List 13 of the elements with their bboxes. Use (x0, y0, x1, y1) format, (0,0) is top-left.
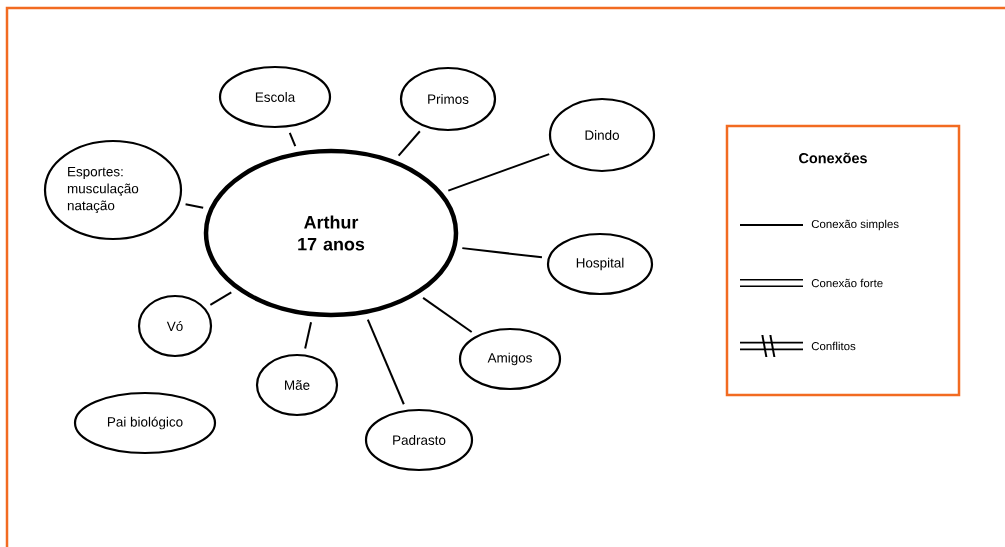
legend-text: Conexão forte (811, 278, 883, 288)
legend-title: Conexões (799, 152, 867, 164)
connection-line (209, 291, 233, 306)
connection-line (304, 321, 313, 350)
legend-text: Conexão simples (811, 219, 899, 231)
connection-line (397, 130, 421, 157)
connection-line (288, 131, 297, 148)
connection-line (447, 153, 551, 192)
connection-line (461, 247, 543, 259)
connection-line (366, 318, 405, 406)
connection-line (422, 296, 473, 333)
legend-text: Conflitos (811, 341, 856, 351)
connection-line (184, 203, 205, 209)
